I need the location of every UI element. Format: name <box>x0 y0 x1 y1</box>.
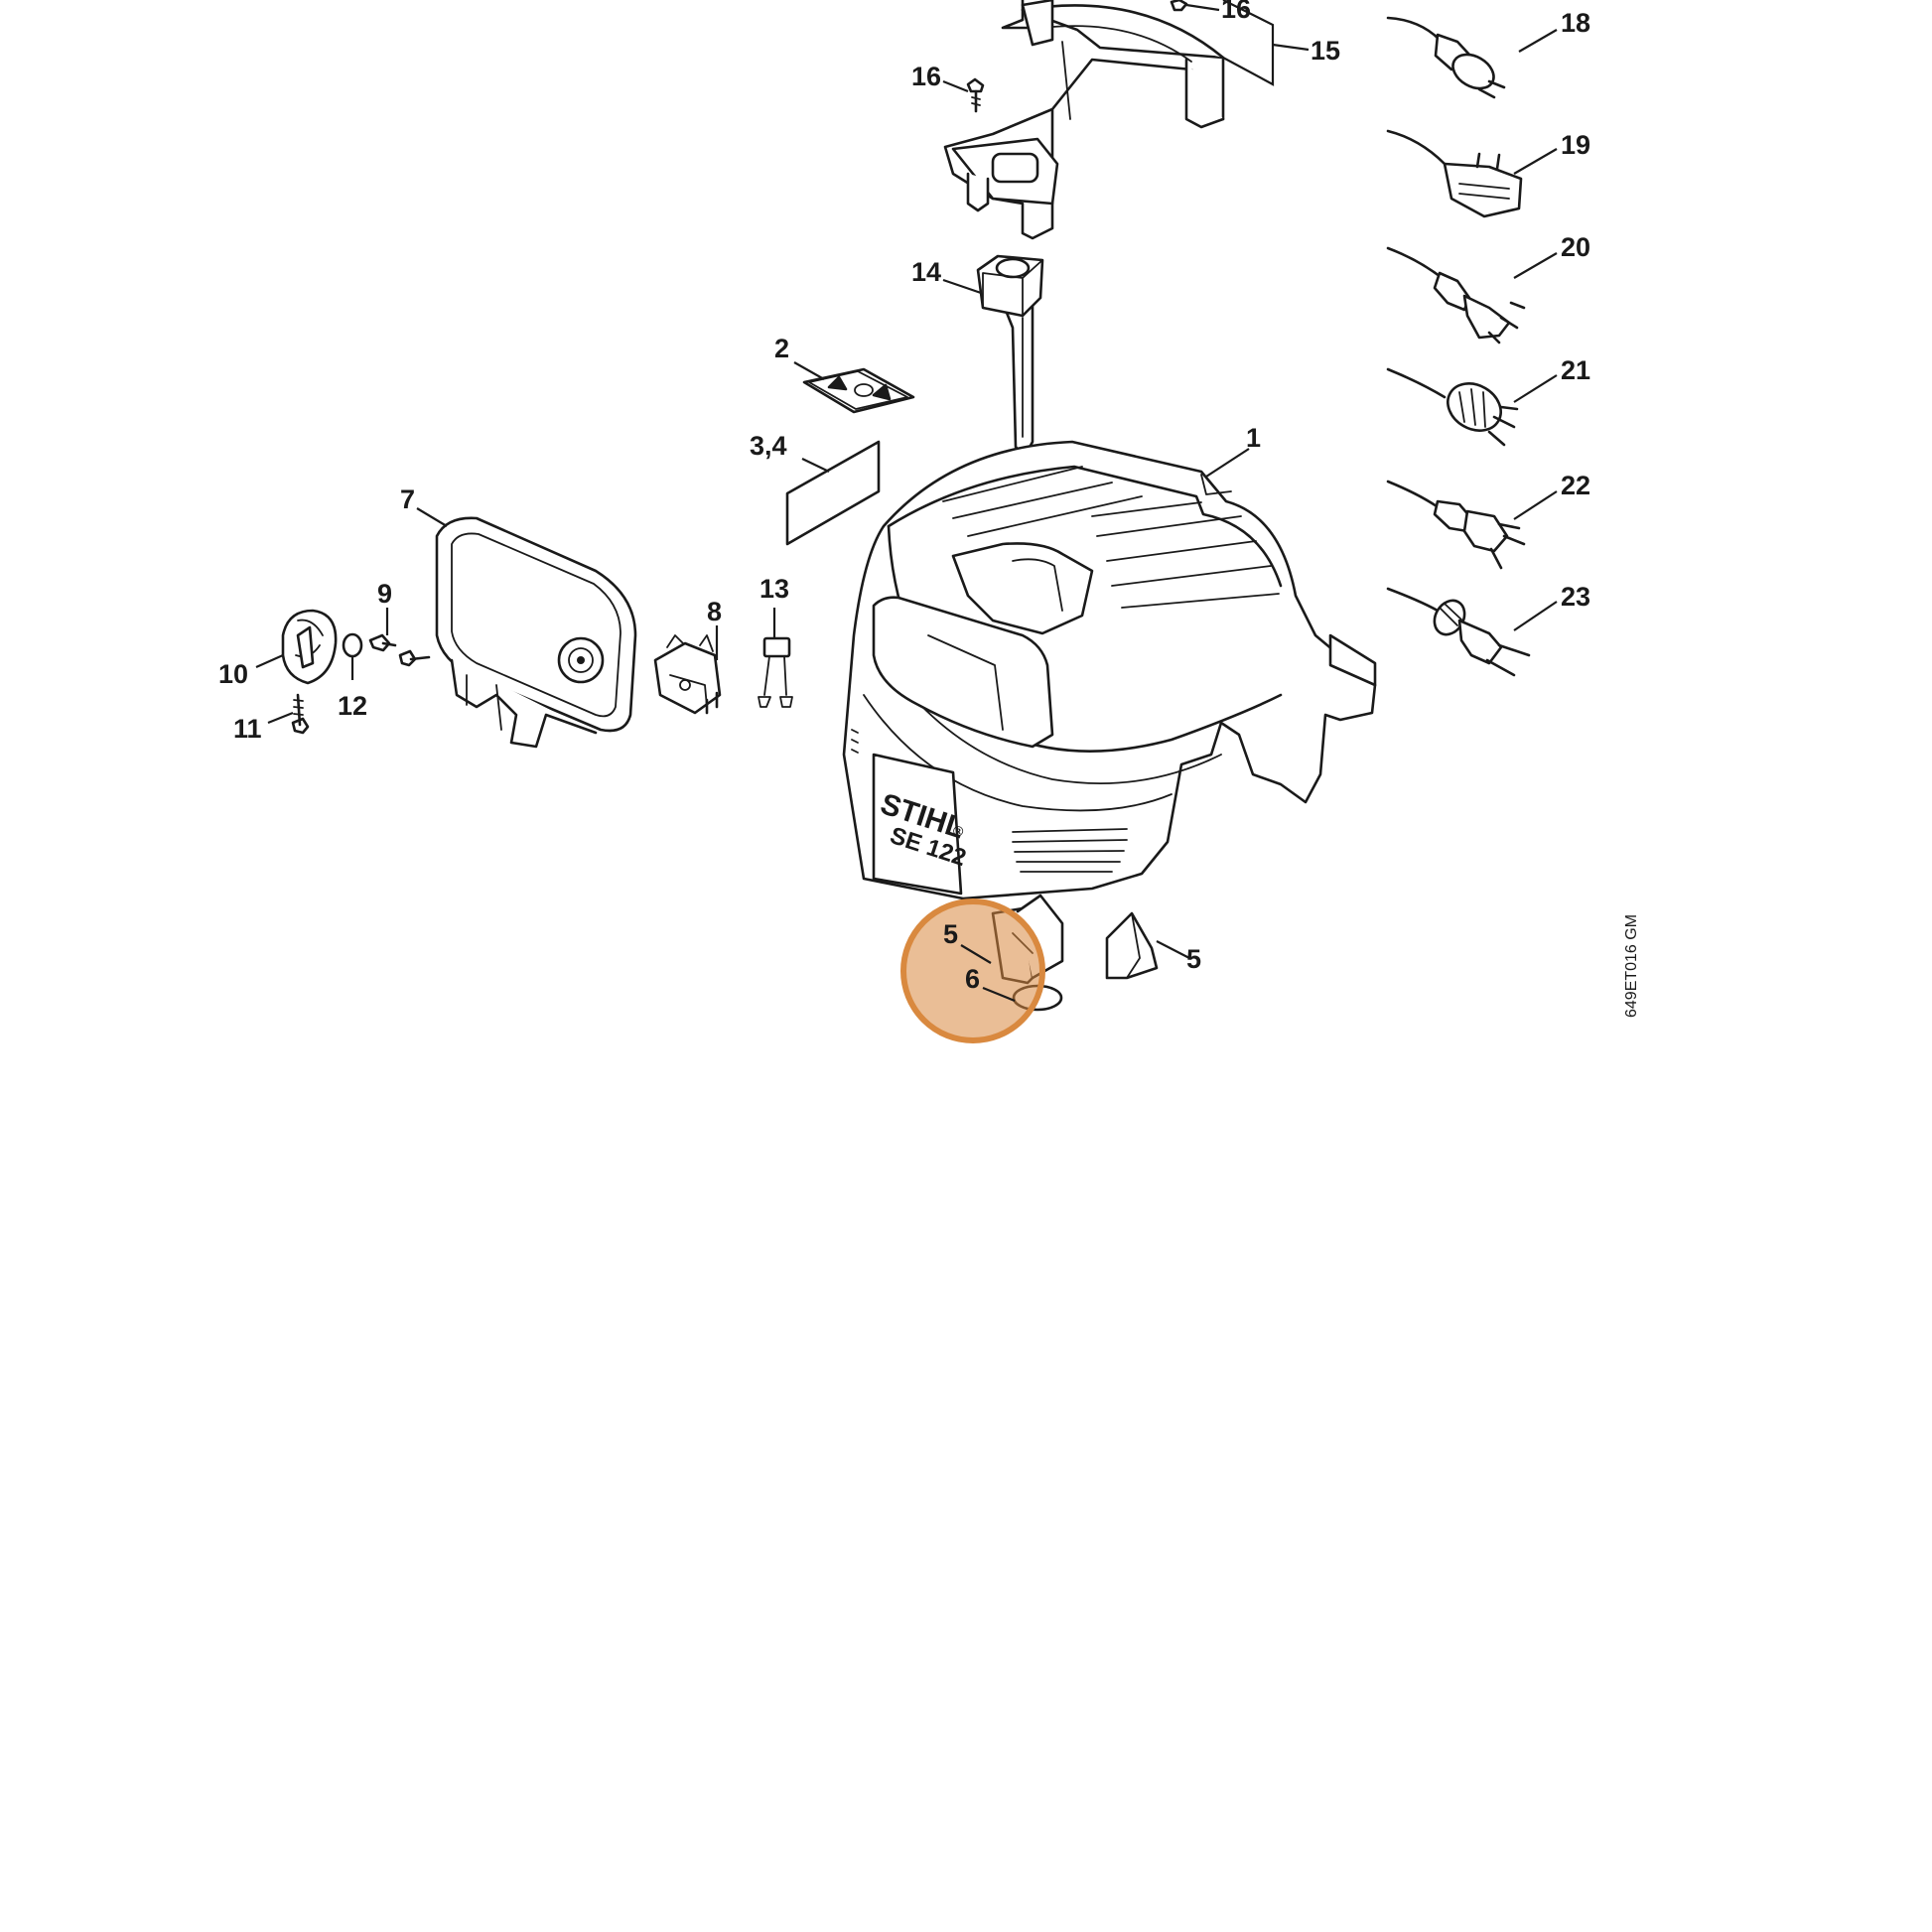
knob-part-10 <box>281 609 338 685</box>
washer-part-12 <box>342 632 363 658</box>
plug-part-21 <box>1386 367 1519 447</box>
drawing-code: 649ET016 GM <box>1623 914 1640 1018</box>
callout-12: 12 <box>338 691 367 721</box>
plug-part-19 <box>1386 129 1523 218</box>
motor-housing-part-1: STIHL SE 122 ® <box>842 440 1377 900</box>
callout-10: 10 <box>218 659 248 689</box>
callout-7: 7 <box>400 484 415 514</box>
handle-part-15 <box>943 0 1225 240</box>
callout-6: 6 <box>965 964 980 994</box>
callout-3-4: 3,4 <box>750 431 787 461</box>
callout-20: 20 <box>1561 232 1590 262</box>
callout-2: 2 <box>774 334 789 363</box>
highlight-circle <box>900 898 1045 1043</box>
cover-part-7 <box>435 516 637 749</box>
housing-registered-mark: ® <box>953 823 964 839</box>
callout-19: 19 <box>1561 130 1590 160</box>
callout-16-top: 16 <box>1221 0 1251 24</box>
label-part-3-4 <box>785 440 881 546</box>
callout-9: 9 <box>377 579 392 609</box>
warning-decal-part-2 <box>802 367 915 414</box>
plug-part-18 <box>1386 16 1506 99</box>
callout-8: 8 <box>707 597 722 626</box>
callout-11: 11 <box>233 714 262 744</box>
screw-part-11 <box>291 693 310 735</box>
bracket-15 <box>1222 0 1275 86</box>
callout-22: 22 <box>1561 471 1590 500</box>
callout-23: 23 <box>1561 582 1590 612</box>
plug-part-20 <box>1386 246 1526 345</box>
leader-lines <box>255 3 1558 1003</box>
callout-21: 21 <box>1561 355 1590 385</box>
carbon-brush-part-13 <box>758 636 793 708</box>
plug-part-22 <box>1386 480 1526 570</box>
callout-13: 13 <box>759 574 789 604</box>
brush-holder-part-8 <box>653 634 722 715</box>
callout-14: 14 <box>911 257 941 287</box>
switch-part-14 <box>976 254 1044 459</box>
screw-part-9 <box>368 633 431 667</box>
screw-part-16-left <box>966 77 985 113</box>
callout-5-right: 5 <box>1186 944 1201 974</box>
callout-18: 18 <box>1561 8 1590 38</box>
plug-part-23 <box>1386 587 1531 677</box>
callout-16-left: 16 <box>911 62 941 91</box>
callout-5-left: 5 <box>943 919 958 949</box>
callout-15: 15 <box>1311 36 1340 66</box>
strain-relief-part-5-right <box>1105 911 1159 980</box>
callout-1: 1 <box>1246 423 1261 453</box>
screw-part-16-top <box>1170 0 1188 12</box>
